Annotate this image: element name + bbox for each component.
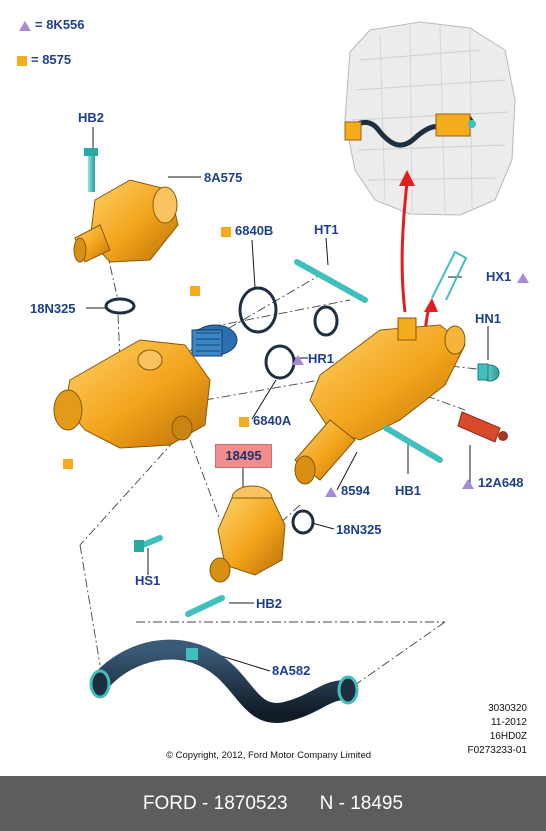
gasket-6840a [264, 344, 296, 380]
reference-date: 11-2012 [491, 717, 527, 728]
label-18n325-right: 18N325 [336, 522, 382, 537]
label-18n325-left: 18N325 [30, 301, 76, 316]
bolt-hb2-top [84, 148, 98, 192]
reference-code: 16HD0Z [489, 731, 527, 742]
thermostat-housing [53, 339, 211, 449]
bolt-hb2-bottom [185, 595, 225, 617]
footer-part-number: N - 18495 [319, 792, 404, 814]
label-12a648: 12A648 [462, 475, 524, 490]
square-icon [239, 416, 249, 427]
label-6840a: 6840A [239, 413, 291, 428]
gasket-6840b [238, 286, 278, 334]
engine-block-illustration [344, 21, 516, 216]
triangle-icon [325, 486, 337, 497]
label-hb2-bottom: HB2 [256, 596, 283, 611]
triangle-icon [19, 20, 31, 31]
label-hn1: HN1 [475, 311, 502, 326]
legend-text: = 8K556 [35, 17, 85, 32]
part-marker-square [190, 286, 200, 296]
label-hb1: HB1 [395, 483, 422, 498]
leader-lines [86, 127, 489, 672]
label-8594: 8594 [325, 483, 370, 498]
legend-text: = 8575 [31, 52, 72, 67]
legend-item-8575: = 8575 [17, 52, 71, 67]
thermostat-8575 [191, 324, 238, 357]
highlighted-part-18495: 18495 [215, 444, 272, 468]
label-hs1: HS1 [135, 573, 161, 588]
square-icon [17, 55, 27, 66]
label-hr1: HR1 [292, 351, 334, 366]
oring-18n325-left [104, 297, 136, 315]
label-8a582: 8A582 [272, 663, 311, 678]
label-8a575: 8A575 [204, 170, 243, 185]
triangle-icon [462, 478, 474, 489]
reference-number: 3030320 [488, 703, 527, 714]
bolt-hs1 [134, 535, 163, 552]
triangle-icon [292, 354, 304, 365]
footer-ford-number: FORD - 1870523 [142, 792, 288, 814]
clip-hx1 [431, 250, 468, 301]
housing-8a575 [73, 179, 179, 263]
exploded-parts-diagram [53, 21, 516, 723]
document-reference: 3030320 11-2012 16HD0Z F0273233-01 [468, 702, 528, 758]
footer-bar: FORD - 1870523 N - 18495 [0, 776, 546, 831]
oring-hr1 [313, 305, 339, 337]
square-icon [221, 226, 231, 237]
coolant-outlet-housing [294, 317, 466, 485]
bolt-hb1 [383, 425, 443, 463]
pump-18495 [209, 485, 286, 583]
triangle-icon [517, 272, 530, 283]
hose-8a582 [89, 639, 359, 723]
part-marker-square [63, 459, 73, 469]
label-hx1: HX1 [486, 269, 530, 284]
label-ht1: HT1 [314, 222, 339, 237]
stud-ht1 [294, 259, 368, 303]
sensor-hn1 [477, 363, 500, 382]
figure-id: F0273233-01 [467, 745, 528, 756]
label-6840b: 6840B [221, 223, 273, 238]
sensor-12a648 [457, 411, 508, 443]
copyright-notice: © Copyright, 2012, Ford Motor Company Li… [166, 750, 372, 761]
oring-18n325-right [291, 509, 315, 535]
label-hb2-top: HB2 [78, 110, 105, 125]
legend-item-8k556: = 8K556 [19, 17, 85, 32]
